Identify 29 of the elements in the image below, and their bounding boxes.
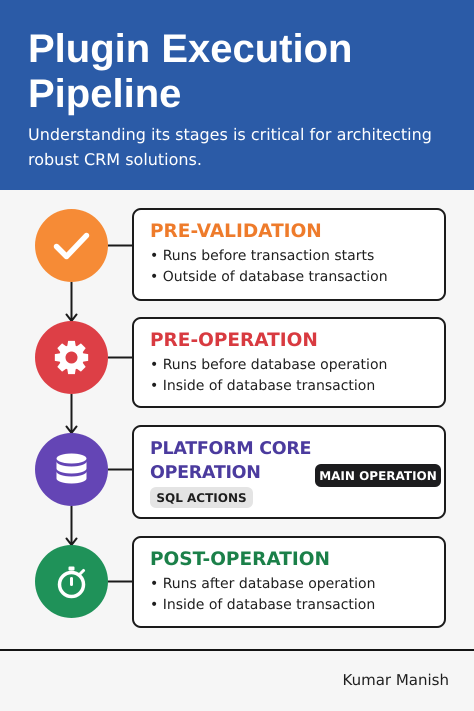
connector-line [108, 244, 132, 246]
bullet-point: • Runs after database operation [150, 575, 376, 594]
author-name: Kumar Manish [342, 670, 449, 690]
stage-card [132, 536, 446, 628]
title: Plugin Execution Pipeline [28, 27, 354, 117]
gear-icon [35, 321, 108, 394]
check-icon [35, 209, 108, 282]
stage-title: PRE-VALIDATION [150, 220, 322, 244]
stopwatch-icon [35, 545, 108, 618]
tag: SQL ACTIONS [150, 487, 253, 508]
connector-line [108, 468, 132, 470]
stage-card [132, 425, 446, 519]
arrow [66, 506, 78, 546]
connector-line [108, 580, 132, 582]
connector-line [108, 356, 132, 358]
stage-title: POST-OPERATION [150, 548, 330, 572]
stage-card [132, 317, 446, 408]
bullet-point: • Inside of database transaction [150, 377, 376, 396]
stage-title: PRE-OPERATION [150, 329, 318, 353]
bullet-point: • Runs before transaction starts [150, 247, 374, 266]
bullet-point: • Outside of database transaction [150, 268, 388, 287]
database-icon [35, 433, 108, 506]
arrow [66, 282, 78, 322]
arrow [66, 394, 78, 434]
subtitle: Understanding its stages is critical for architecting robust CRM solutions. [28, 124, 433, 171]
tag: MAIN OPERATION [315, 464, 441, 487]
bullet-point: • Inside of database transaction [150, 596, 376, 615]
bullet-point: • Runs before database operation [150, 356, 388, 375]
stage-card [132, 208, 446, 301]
